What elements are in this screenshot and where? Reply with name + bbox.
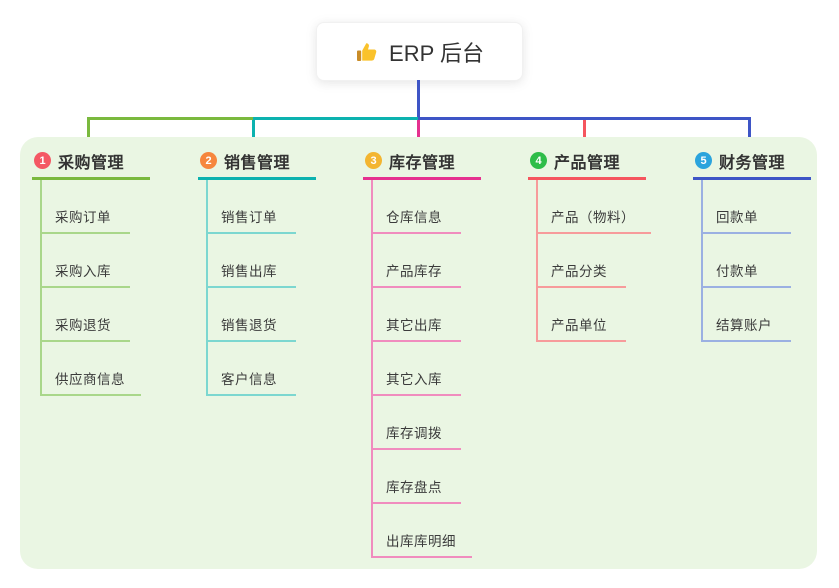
branch-children: 产品（物料） 产品分类 产品单位 [536,180,651,342]
branch-children: 仓库信息 产品库存 其它出库 其它入库 库存调拨 库存盘点 出库库明细 [371,180,472,558]
branch-number-badge: 2 [200,152,217,169]
branch-label: 采购管理 [58,154,125,172]
child-node[interactable]: 出库库明细 [373,504,472,558]
child-node[interactable]: 采购退货 [42,288,130,342]
branch-purchase: 1 采购管理 采购订单 采购入库 采购退货 供应商信息 [32,144,150,396]
child-node[interactable]: 销售出库 [208,234,296,288]
child-node[interactable]: 采购入库 [42,234,130,288]
child-node[interactable]: 客户信息 [208,342,296,396]
branch-children: 回款单 付款单 结算账户 [701,180,791,342]
child-node[interactable]: 产品单位 [538,288,626,342]
branch-number-badge: 3 [365,152,382,169]
branch-number-badge: 1 [34,152,51,169]
connector-drop-branch-1 [87,120,90,146]
child-node[interactable]: 销售退货 [208,288,296,342]
child-node[interactable]: 库存盘点 [373,450,461,504]
child-node[interactable]: 回款单 [703,180,791,234]
branch-label: 财务管理 [719,154,786,172]
child-node[interactable]: 供应商信息 [42,342,141,396]
connector-bus-branch-2 [253,117,418,120]
branch-finance: 5 财务管理 回款单 付款单 结算账户 [693,144,811,342]
child-node[interactable]: 产品（物料） [538,180,651,234]
branch-number-badge: 5 [695,152,712,169]
branches-panel [20,137,817,569]
branch-node-sales[interactable]: 2 销售管理 [198,144,316,180]
root-connector-line [417,80,420,117]
child-node[interactable]: 产品分类 [538,234,626,288]
connector-drop-branch-5 [748,120,751,146]
branch-product: 4 产品管理 产品（物料） 产品分类 产品单位 [528,144,651,342]
child-node[interactable]: 库存调拨 [373,396,461,450]
child-node[interactable]: 采购订单 [42,180,130,234]
child-node[interactable]: 销售订单 [208,180,296,234]
connector-bus-branch-5 [418,117,751,120]
thumbs-up-icon [355,40,379,64]
branch-sales: 2 销售管理 销售订单 销售出库 销售退货 客户信息 [198,144,316,396]
branch-inventory: 3 库存管理 仓库信息 产品库存 其它出库 其它入库 库存调拨 库存盘点 出库库… [363,144,481,558]
child-node[interactable]: 其它出库 [373,288,461,342]
child-node[interactable]: 付款单 [703,234,791,288]
branch-node-purchase[interactable]: 1 采购管理 [32,144,150,180]
connector-drop-branch-2 [252,120,255,146]
branch-node-inventory[interactable]: 3 库存管理 [363,144,481,180]
branch-children: 销售订单 销售出库 销售退货 客户信息 [206,180,296,396]
branch-label: 产品管理 [554,154,621,172]
branch-label: 库存管理 [389,154,456,172]
child-node[interactable]: 其它入库 [373,342,461,396]
child-node[interactable]: 产品库存 [373,234,461,288]
branch-number-badge: 4 [530,152,547,169]
child-node[interactable]: 仓库信息 [373,180,461,234]
root-title: ERP 后台 [389,40,484,66]
connector-drop-branch-3 [417,120,420,146]
root-node[interactable]: ERP 后台 [316,22,523,81]
child-node[interactable]: 结算账户 [703,288,791,342]
connector-drop-branch-4 [583,120,586,146]
branch-node-finance[interactable]: 5 财务管理 [693,144,811,180]
branch-children: 采购订单 采购入库 采购退货 供应商信息 [40,180,141,396]
connector-bus-branch-1 [87,117,253,120]
branch-node-product[interactable]: 4 产品管理 [528,144,646,180]
branch-label: 销售管理 [224,154,291,172]
